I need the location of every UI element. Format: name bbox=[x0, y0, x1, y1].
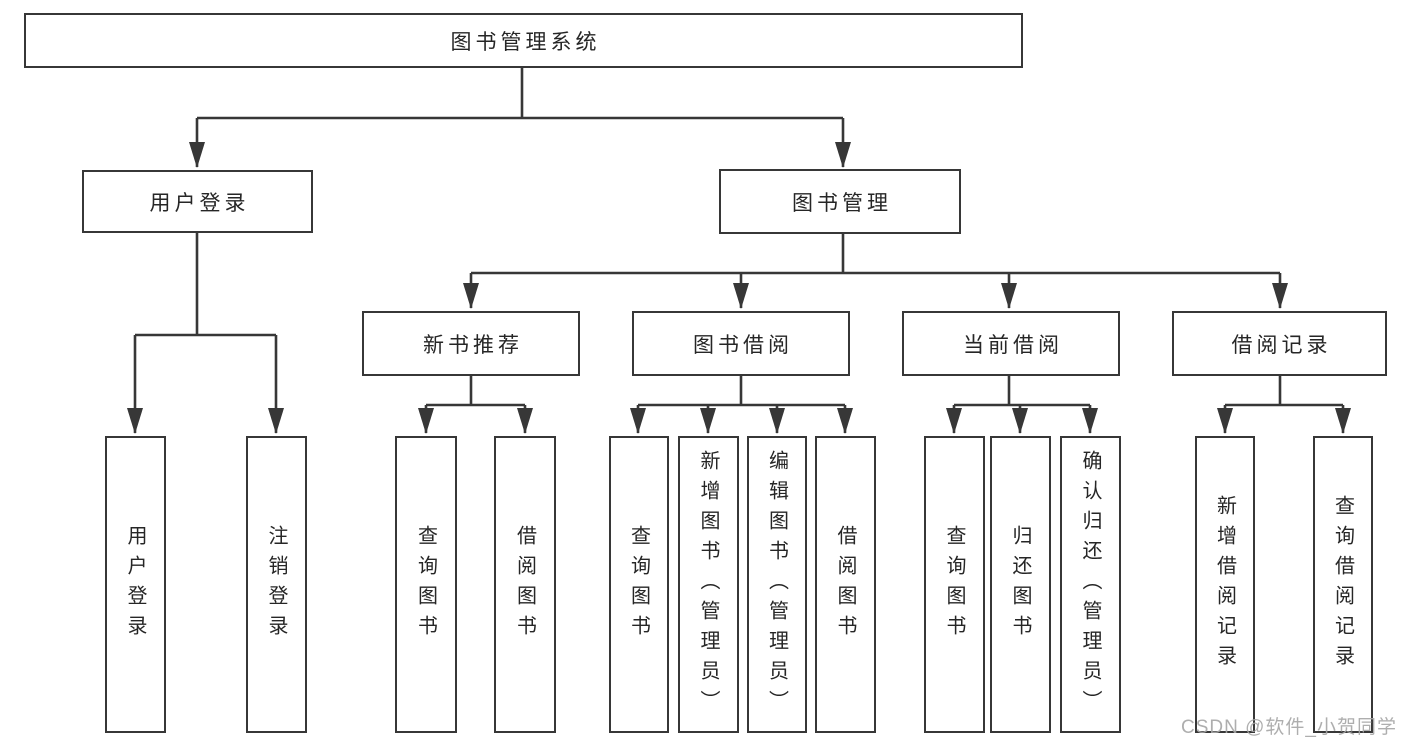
node-book-management: 图书管理 bbox=[719, 169, 961, 234]
leaf-return-books: 归还图书 bbox=[990, 436, 1051, 733]
leaf-edit-books-admin: 编辑图书（管理员） bbox=[747, 436, 807, 733]
leaf-query-books-borrow-label: 查询图书 bbox=[627, 524, 650, 645]
leaf-borrow-books: 借阅图书 bbox=[815, 436, 876, 733]
leaf-query-borrow-record: 查询借阅记录 bbox=[1313, 436, 1373, 733]
leaf-query-books-recommend: 查询图书 bbox=[395, 436, 457, 733]
leaf-user-login-label: 用户登录 bbox=[124, 524, 146, 645]
node-borrow-records: 借阅记录 bbox=[1172, 311, 1387, 376]
node-borrow-records-label: 借阅记录 bbox=[1231, 333, 1332, 357]
node-user-login: 用户登录 bbox=[82, 170, 313, 233]
leaf-add-borrow-record-label: 新增借阅记录 bbox=[1213, 494, 1236, 675]
node-new-book-recommend-label: 新书推荐 bbox=[423, 333, 523, 357]
leaf-add-books-admin-label: 新增图书（管理员） bbox=[697, 449, 719, 720]
leaf-query-books-borrow: 查询图书 bbox=[609, 436, 669, 733]
leaf-confirm-return-admin: 确认归还（管理员） bbox=[1060, 436, 1121, 733]
leaf-borrow-books-label: 借阅图书 bbox=[834, 524, 856, 645]
node-root-system: 图书管理系统 bbox=[24, 13, 1023, 68]
leaf-borrow-books-recommend-label: 借阅图书 bbox=[513, 524, 536, 645]
node-current-borrow-label: 当前借阅 bbox=[963, 333, 1063, 357]
leaf-add-borrow-record: 新增借阅记录 bbox=[1195, 436, 1255, 733]
node-book-borrow-label: 图书借阅 bbox=[693, 333, 793, 357]
node-user-login-label: 用户登录 bbox=[149, 191, 250, 215]
leaf-borrow-books-recommend: 借阅图书 bbox=[494, 436, 556, 733]
leaf-confirm-return-admin-label: 确认归还（管理员） bbox=[1079, 449, 1101, 720]
node-new-book-recommend: 新书推荐 bbox=[362, 311, 580, 376]
leaf-query-books-current: 查询图书 bbox=[924, 436, 985, 733]
watermark: CSDN @软件_小贺同学 bbox=[1181, 717, 1397, 738]
node-current-borrow: 当前借阅 bbox=[902, 311, 1120, 376]
leaf-add-books-admin: 新增图书（管理员） bbox=[678, 436, 739, 733]
leaf-edit-books-admin-label: 编辑图书（管理员） bbox=[765, 449, 788, 720]
leaf-return-books-label: 归还图书 bbox=[1009, 524, 1031, 645]
node-book-management-label: 图书管理 bbox=[792, 191, 892, 215]
leaf-logout-label: 注销登录 bbox=[265, 524, 287, 645]
leaf-query-books-recommend-label: 查询图书 bbox=[414, 524, 437, 645]
leaf-query-borrow-record-label: 查询借阅记录 bbox=[1331, 494, 1354, 675]
leaf-query-books-current-label: 查询图书 bbox=[943, 524, 965, 645]
node-root-label: 图书管理系统 bbox=[450, 30, 601, 54]
node-book-borrow: 图书借阅 bbox=[632, 311, 850, 376]
leaf-user-login: 用户登录 bbox=[105, 436, 166, 733]
leaf-logout: 注销登录 bbox=[246, 436, 307, 733]
